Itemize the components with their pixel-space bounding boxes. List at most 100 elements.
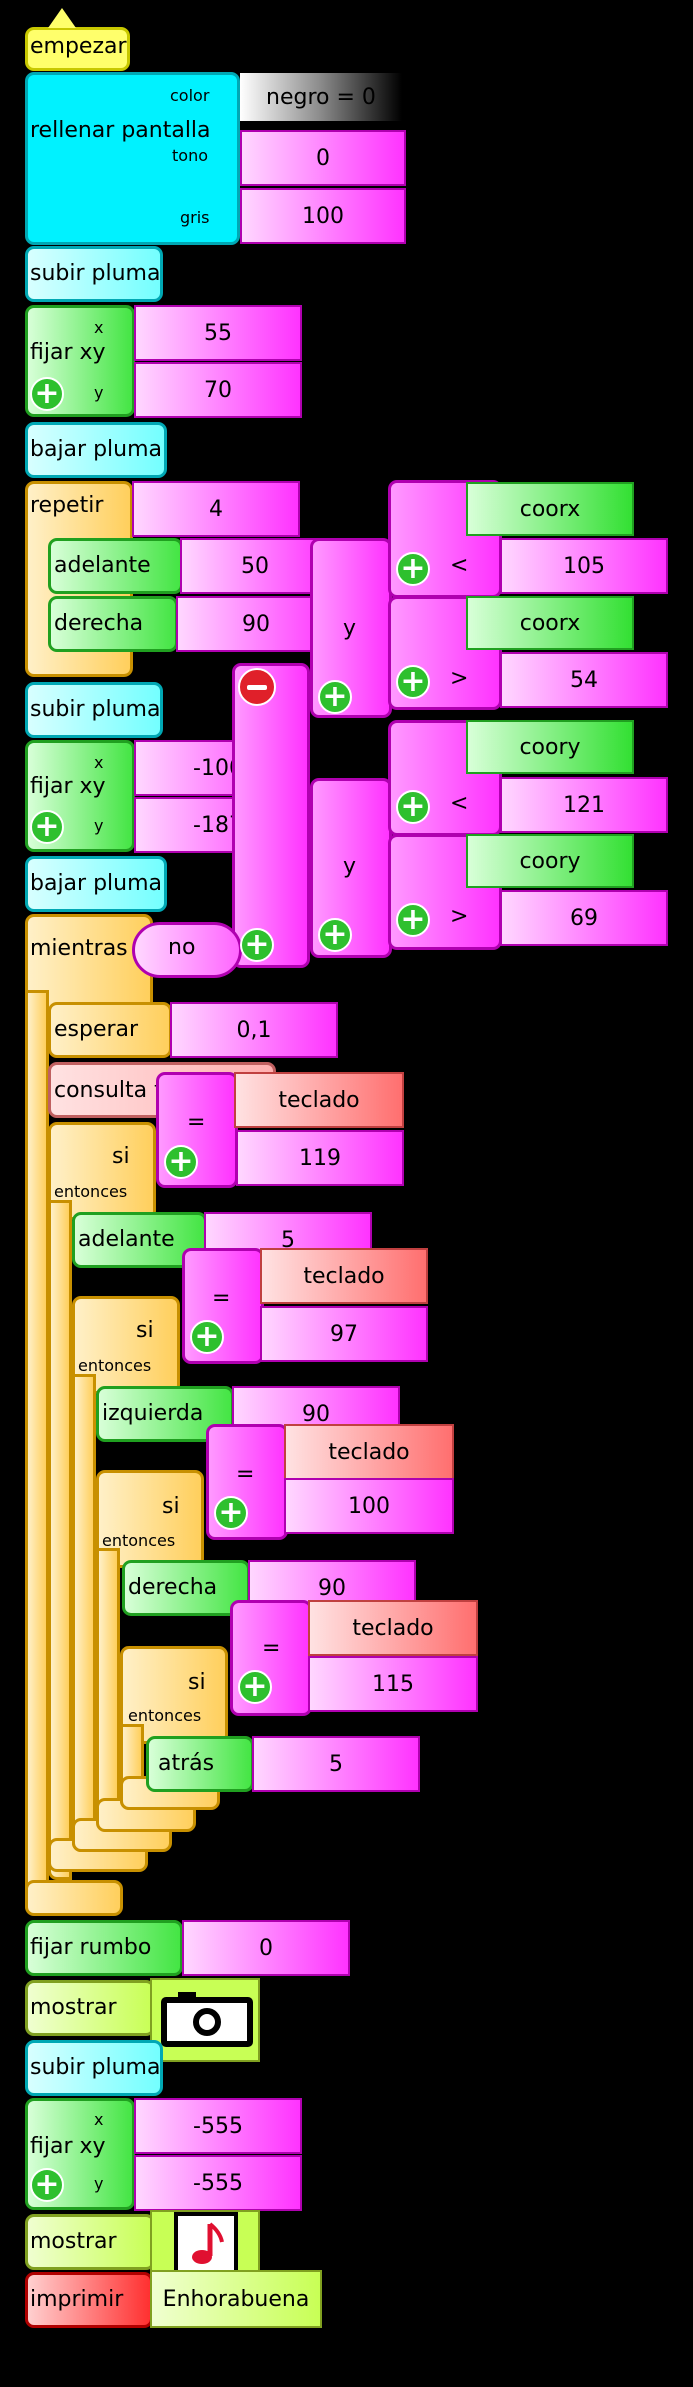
else-label-2: sino: [122, 1448, 155, 1467]
then-label-1: entonces: [54, 1182, 128, 1201]
keyboard-value-3[interactable]: teclado: [284, 1424, 454, 1480]
fill-screen-label: rellenar pantalla: [30, 118, 211, 143]
set-xy-x-label-2: x: [94, 753, 104, 772]
pen-down-block-2[interactable]: [25, 856, 167, 912]
fill-screen-color-value[interactable]: negro = 0: [240, 73, 402, 121]
set-heading-block[interactable]: [25, 1920, 183, 1976]
compare-var-1[interactable]: coorx: [466, 482, 634, 536]
compare-add-icon-4[interactable]: +: [396, 903, 430, 937]
start-block[interactable]: [25, 27, 130, 71]
compare-add-icon-3[interactable]: +: [396, 790, 430, 824]
fill-screen-block[interactable]: [25, 72, 240, 245]
fill-screen-tone-value[interactable]: 0: [240, 130, 406, 186]
right-label-1: derecha: [54, 611, 144, 636]
back-value[interactable]: 5: [252, 1736, 420, 1792]
wait-label: esperar: [54, 1017, 139, 1042]
set-xy-add-icon-3[interactable]: +: [30, 2168, 64, 2202]
if-block-3[interactable]: [96, 1470, 204, 1568]
if-label-1: si: [112, 1144, 130, 1169]
and-label-1: y: [343, 616, 357, 641]
pen-up-block-1[interactable]: [25, 246, 163, 302]
pen-up-label-1: subir pluma: [30, 261, 161, 286]
set-xy-y-label-3: y: [94, 2174, 104, 2193]
pen-down-label-2: bajar pluma: [30, 871, 163, 896]
key-code-value-2[interactable]: 97: [260, 1306, 428, 1362]
forward-value-1[interactable]: 50: [180, 538, 330, 594]
right-block-1[interactable]: [48, 596, 178, 652]
and-add-icon-2[interactable]: +: [318, 918, 352, 952]
not-add-icon[interactable]: +: [240, 928, 274, 962]
pen-up-block-3[interactable]: [25, 2040, 163, 2096]
keyboard-value-4[interactable]: teclado: [308, 1600, 478, 1656]
set-xy-y-value-1[interactable]: 70: [134, 362, 302, 418]
show-label-2: mostrar: [30, 2229, 117, 2254]
compare-var-4[interactable]: coory: [466, 834, 634, 888]
fill-screen-grey-value[interactable]: 100: [240, 188, 406, 244]
then-label-3: entonces: [102, 1531, 176, 1550]
back-block[interactable]: [146, 1736, 254, 1792]
equals-add-icon-3[interactable]: +: [214, 1496, 248, 1530]
set-xy-x-label-1: x: [94, 318, 104, 337]
pen-up-block-2[interactable]: [25, 682, 163, 738]
compare-op-1: <: [450, 553, 469, 578]
equals-label-2: =: [212, 1286, 231, 1311]
keyboard-value-1[interactable]: teclado: [234, 1072, 404, 1128]
set-xy-x-label-3: x: [94, 2110, 104, 2129]
if-block-1-spine: [48, 1200, 72, 1880]
if-label-3: si: [162, 1494, 180, 1519]
set-heading-label: fijar rumbo: [30, 1935, 152, 1960]
not-block[interactable]: [232, 663, 310, 968]
if-label-4: si: [188, 1670, 206, 1695]
set-xy-label-1: fijar xy: [30, 340, 106, 365]
compare-var-2[interactable]: coorx: [466, 596, 634, 650]
print-label: imprimir: [30, 2287, 124, 2312]
repeat-count-value[interactable]: 4: [132, 481, 300, 537]
wait-value[interactable]: 0,1: [170, 1002, 338, 1058]
equals-add-icon-2[interactable]: +: [190, 1320, 224, 1354]
right-block-2[interactable]: [122, 1560, 250, 1616]
not-pill[interactable]: [132, 922, 242, 978]
set-xy-x-value-3[interactable]: -555: [134, 2098, 302, 2154]
compare-value-3[interactable]: 121: [500, 777, 668, 833]
remove-icon[interactable]: [238, 668, 276, 706]
equals-add-icon-4[interactable]: +: [238, 1670, 272, 1704]
pen-down-label-1: bajar pluma: [30, 437, 163, 462]
equals-add-icon-1[interactable]: +: [164, 1145, 198, 1179]
set-heading-value[interactable]: 0: [182, 1920, 350, 1976]
key-code-value-1[interactable]: 119: [236, 1130, 404, 1186]
compare-add-icon-2[interactable]: +: [396, 665, 430, 699]
equals-label-1: =: [187, 1110, 206, 1135]
and-add-icon-1[interactable]: +: [318, 680, 352, 714]
set-xy-label-3: fijar xy: [30, 2134, 106, 2159]
set-xy-x-value-1[interactable]: 55: [134, 305, 302, 361]
forward-label-2: adelante: [78, 1227, 175, 1252]
pen-down-block-1[interactable]: [25, 422, 167, 478]
camera-icon-tile[interactable]: [150, 1978, 260, 2062]
music-icon-tile[interactable]: [150, 2210, 260, 2276]
forward-block-1[interactable]: [48, 538, 183, 594]
compare-add-icon-1[interactable]: +: [396, 552, 430, 586]
compare-op-3: <: [450, 791, 469, 816]
compare-value-1[interactable]: 105: [500, 538, 668, 594]
key-code-value-4[interactable]: 115: [308, 1656, 478, 1712]
keyboard-value-2[interactable]: teclado: [260, 1248, 428, 1304]
set-xy-add-icon-1[interactable]: +: [30, 377, 64, 411]
set-xy-add-icon-2[interactable]: +: [30, 810, 64, 844]
show-label-1: mostrar: [30, 1995, 117, 2020]
compare-var-3[interactable]: coory: [466, 720, 634, 774]
set-xy-label-2: fijar xy: [30, 774, 106, 799]
wait-block[interactable]: [48, 1002, 172, 1058]
print-block[interactable]: [25, 2272, 153, 2328]
key-code-value-3[interactable]: 100: [284, 1478, 454, 1534]
print-value[interactable]: Enhorabuena: [150, 2270, 322, 2328]
set-xy-y-value-3[interactable]: -555: [134, 2155, 302, 2211]
compare-value-4[interactable]: 69: [500, 890, 668, 946]
fill-screen-tone-label: tono: [172, 146, 208, 165]
equals-block-2[interactable]: [182, 1248, 264, 1364]
equals-label-4: =: [262, 1636, 281, 1661]
compare-value-2[interactable]: 54: [500, 652, 668, 708]
right-value-1[interactable]: 90: [176, 596, 336, 652]
pen-up-label-3: subir pluma: [30, 2055, 161, 2080]
show-block-2[interactable]: [25, 2214, 155, 2270]
